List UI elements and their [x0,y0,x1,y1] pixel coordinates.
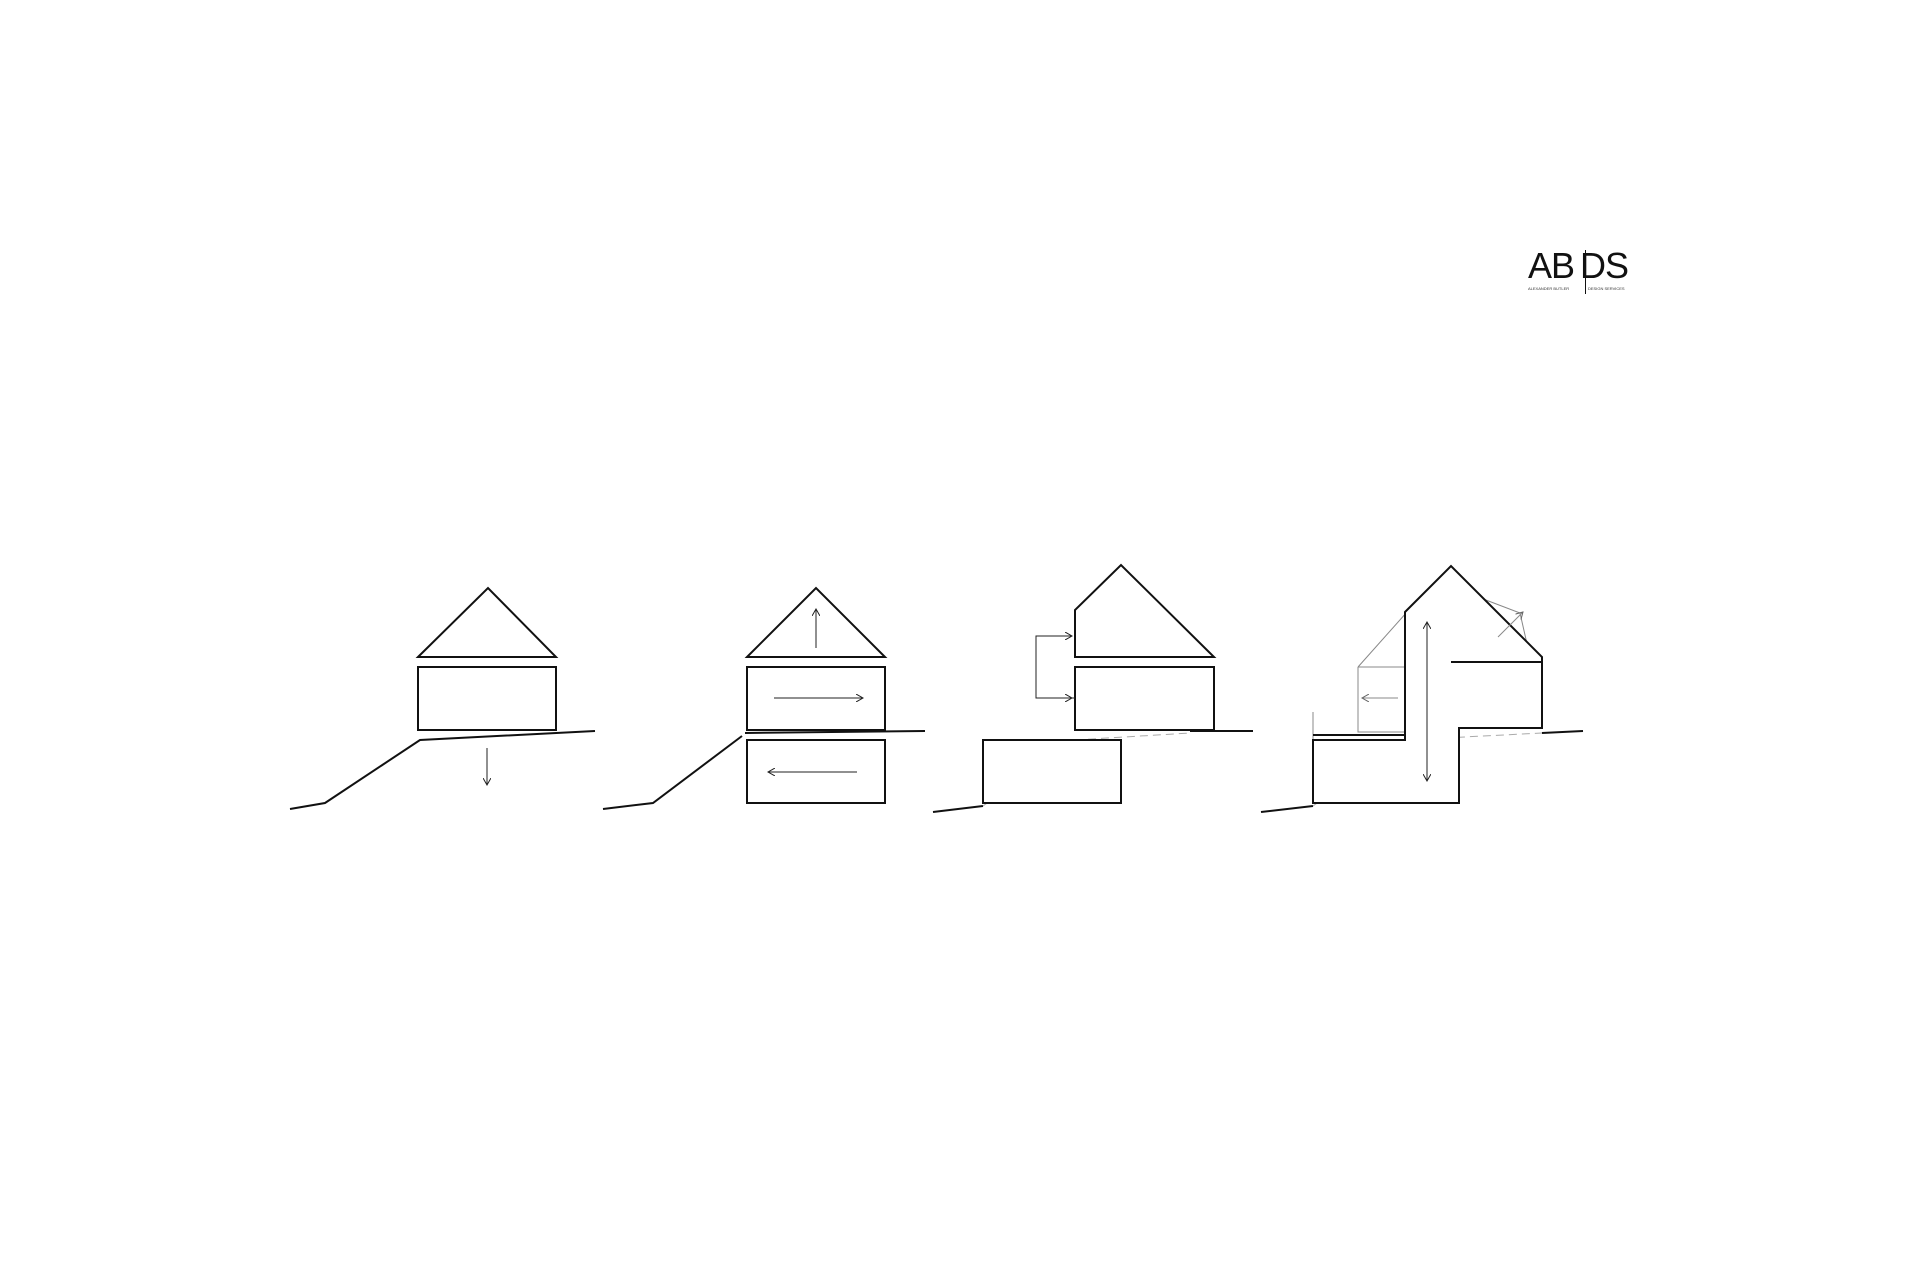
diagram-stage-1 [289,586,596,810]
terrain-line [602,735,743,810]
terrain-line [932,805,984,813]
roof-extended [1074,563,1217,658]
original-ground-dashed [1404,732,1543,741]
terrain-line [1260,805,1314,813]
roof-triangle [415,586,559,658]
arrow-diagonal-grey [1497,612,1523,638]
terrain-line [289,730,596,810]
diagram-stage-4 [1260,564,1584,813]
ghost-floor-frame [1357,666,1406,733]
diagram-stage-3 [932,563,1253,813]
upper-floor-box [1074,666,1215,731]
ghost-roofline [1357,611,1408,668]
ground-floor-box [417,666,557,731]
logo-letters-left: AB [1528,245,1575,286]
excavated-lower-box [982,739,1122,804]
logo-subtitle-left: ALEXANDER BUTLER [1528,286,1570,291]
terrain-line-right [744,730,926,734]
logo-subtitle-right: DESIGN SERVICES [1588,286,1625,291]
original-ground-dashed [1074,732,1191,741]
diagram-stage-2 [602,586,926,810]
logo-separator [1585,250,1586,294]
arrow-bracket-top [1035,636,1075,699]
terrain-line-right [1541,730,1584,734]
logo-letters-right: DS [1580,245,1629,286]
